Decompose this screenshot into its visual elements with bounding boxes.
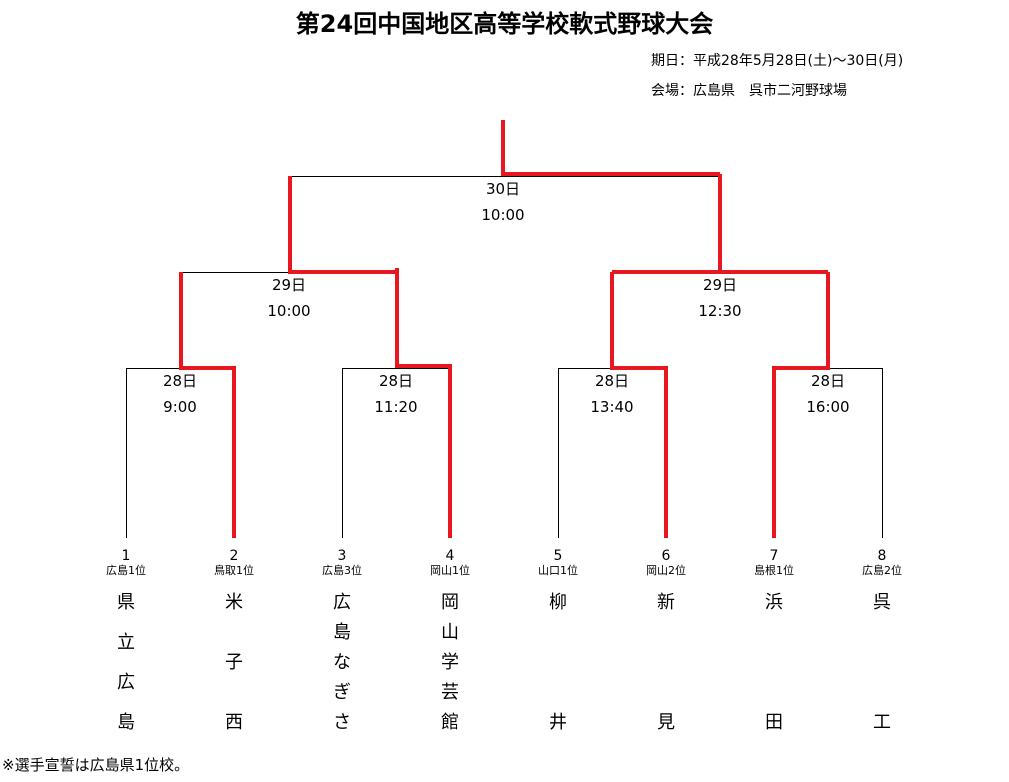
match-time: 13:40 bbox=[590, 398, 634, 416]
match-label: 28日 9:00 bbox=[120, 368, 240, 420]
match-label: 28日 11:20 bbox=[336, 368, 456, 420]
seed-number: 3 bbox=[337, 548, 347, 564]
team-name-char: 米 bbox=[225, 592, 243, 613]
match-time: 10:00 bbox=[481, 206, 525, 224]
team-name-char: 見 bbox=[657, 712, 675, 733]
match-3-winner-path bbox=[610, 272, 668, 538]
match-label: 28日 13:40 bbox=[552, 368, 672, 420]
match-day: 30日 bbox=[485, 180, 521, 198]
team-name-char: 工 bbox=[873, 712, 891, 733]
team-name-char: 井 bbox=[549, 712, 567, 733]
seed-number: 2 bbox=[229, 548, 239, 564]
event-venue: 会場：広島県 呉市二河野球場 bbox=[651, 83, 847, 99]
team-name-char: 新 bbox=[657, 592, 675, 613]
prefecture-rank: 岡山1位 bbox=[430, 564, 470, 577]
prefecture-rank: 広島1位 bbox=[106, 564, 146, 577]
team-name-char: 田 bbox=[765, 712, 783, 733]
team-name-char: 山 bbox=[441, 622, 459, 643]
team-name-char: 県 bbox=[117, 592, 135, 613]
match-label: 30日 10:00 bbox=[443, 176, 563, 228]
match-2-winner-path bbox=[395, 268, 452, 538]
team-name-char: 館 bbox=[441, 712, 459, 733]
match-day: 28日 bbox=[594, 372, 630, 390]
seed-number: 4 bbox=[445, 548, 455, 564]
final-winner-path bbox=[501, 120, 720, 176]
bracket-winner-lines bbox=[179, 120, 830, 538]
team-name-char: 島 bbox=[333, 622, 351, 643]
match-label: 29日 12:30 bbox=[660, 272, 780, 324]
match-day: 28日 bbox=[162, 372, 198, 390]
page-title: 第24回中国地区高等学校軟式野球大会 bbox=[295, 10, 714, 38]
bracket-black-lines bbox=[126, 176, 883, 538]
match-4-winner-path bbox=[772, 272, 830, 538]
match-day: 28日 bbox=[810, 372, 846, 390]
match-label: 29日 10:00 bbox=[229, 272, 349, 324]
semifinal-2-winner-path bbox=[612, 174, 828, 274]
team-name-char: 広 bbox=[333, 592, 351, 613]
team-name-char: 芸 bbox=[441, 682, 459, 703]
prefecture-rank: 鳥取1位 bbox=[214, 564, 254, 577]
team-name-char: 立 bbox=[117, 632, 135, 653]
match-time: 16:00 bbox=[806, 398, 850, 416]
team-name-char: 島 bbox=[117, 712, 135, 733]
match-time: 11:20 bbox=[374, 398, 418, 416]
seed-number: 6 bbox=[661, 548, 671, 564]
team-name-char: 浜 bbox=[765, 592, 783, 613]
match-time: 9:00 bbox=[163, 398, 197, 416]
match-day: 29日 bbox=[702, 276, 738, 294]
team-name-char: ぎ bbox=[333, 682, 351, 703]
team-name-char: さ bbox=[333, 712, 351, 733]
team-name-char: 西 bbox=[225, 712, 243, 733]
team-name-char: 広 bbox=[117, 672, 135, 693]
match-2-lines bbox=[342, 368, 451, 538]
semifinal-1-winner-path bbox=[288, 176, 399, 274]
match-1-winner-path bbox=[179, 272, 236, 538]
team-name-char: 柳 bbox=[549, 592, 567, 613]
prefecture-rank: 島根1位 bbox=[754, 564, 794, 577]
team-name-char: 岡 bbox=[441, 592, 459, 613]
seed-number: 1 bbox=[121, 548, 131, 564]
match-label: 28日 16:00 bbox=[768, 368, 888, 420]
seed-number: 8 bbox=[877, 548, 887, 564]
match-time: 12:30 bbox=[698, 302, 742, 320]
prefecture-rank: 山口1位 bbox=[538, 564, 578, 577]
prefecture-rank: 広島2位 bbox=[862, 564, 902, 577]
prefecture-rank: 岡山2位 bbox=[646, 564, 686, 577]
match-time: 10:00 bbox=[267, 302, 311, 320]
event-dates: 期日：平成28年5月28日(土)～30日(月) bbox=[651, 53, 904, 69]
match-day: 28日 bbox=[378, 372, 414, 390]
seed-number: 7 bbox=[769, 548, 779, 564]
match-day: 29日 bbox=[271, 276, 307, 294]
prefecture-rank: 広島3位 bbox=[322, 564, 362, 577]
team-name-char: 子 bbox=[225, 652, 243, 673]
seed-number: 5 bbox=[553, 548, 563, 564]
team-name-char: 学 bbox=[441, 652, 459, 673]
footnote: ※選手宣誓は広島県1位校。 bbox=[2, 756, 190, 774]
team-name-char: 呉 bbox=[873, 592, 891, 613]
team-name-char: な bbox=[333, 652, 351, 673]
